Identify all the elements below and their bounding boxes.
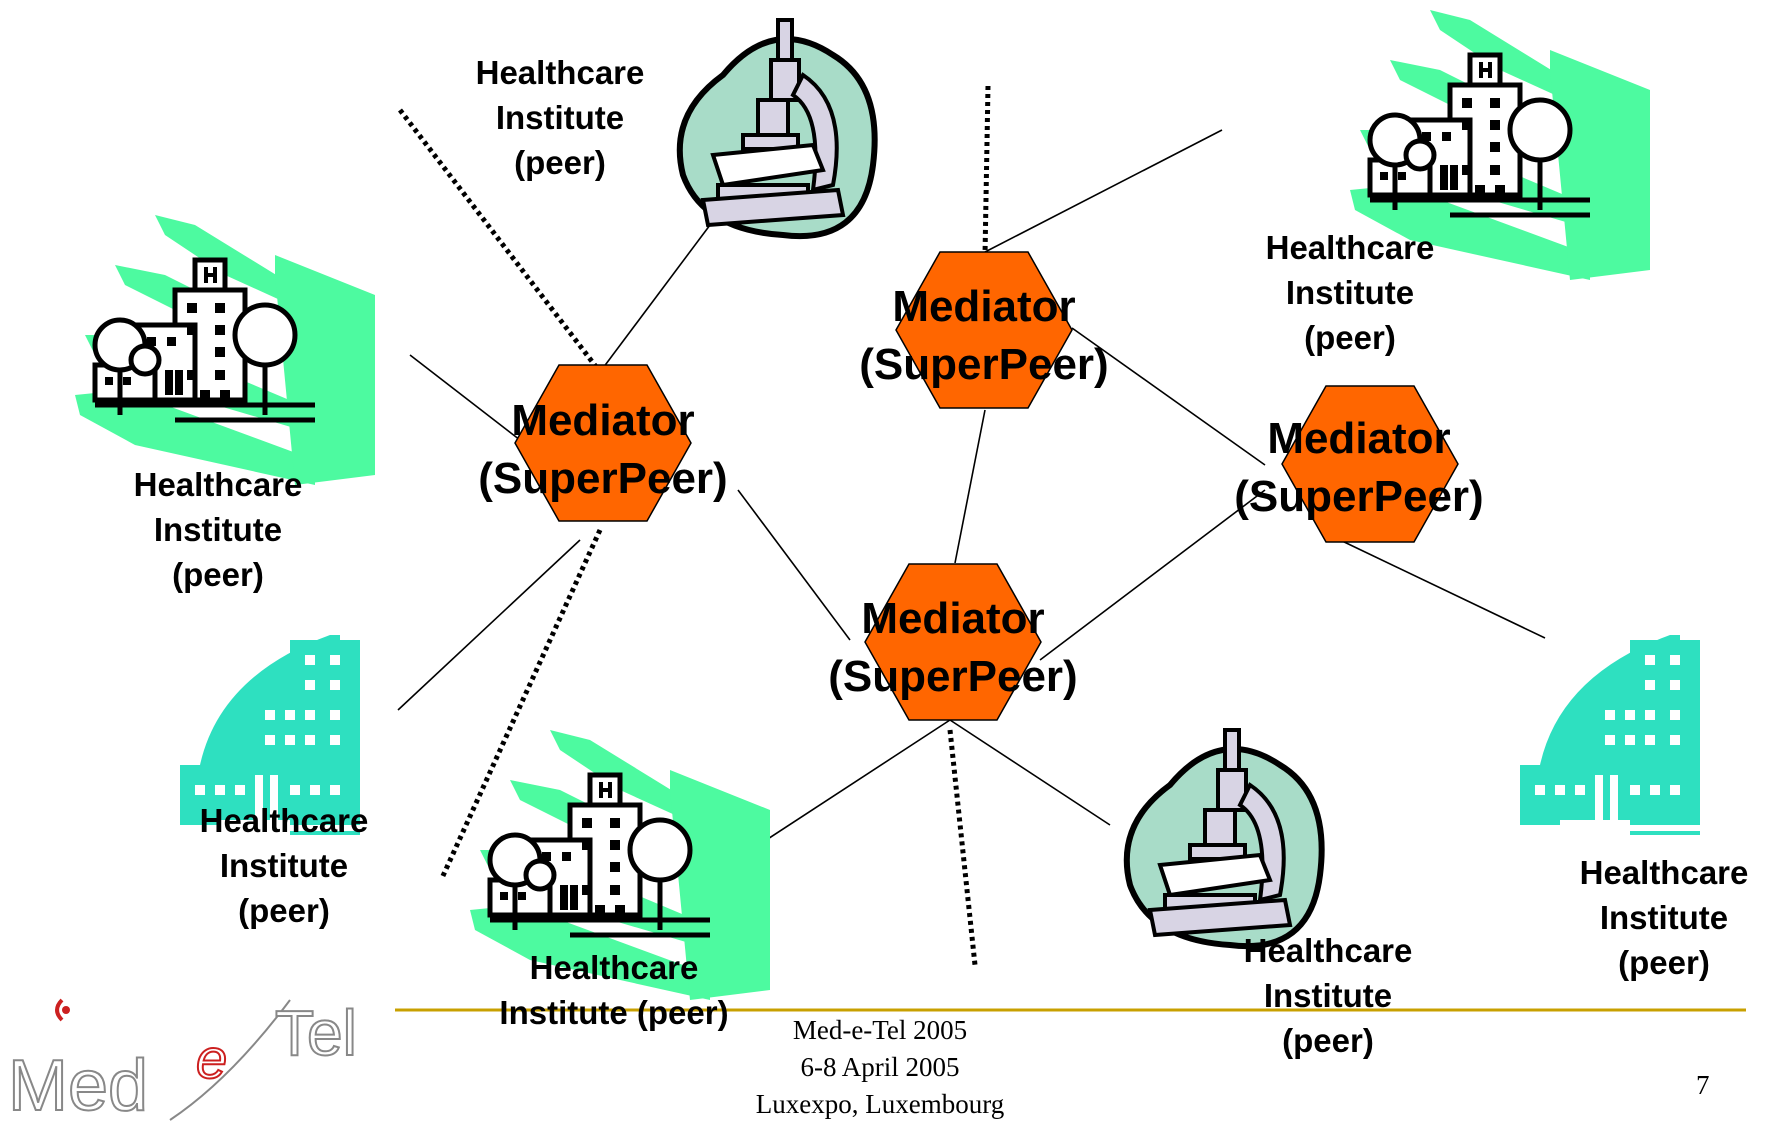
- peer-label-line: (peer): [1282, 1022, 1374, 1059]
- peer-label-line: Institute (peer): [499, 994, 729, 1031]
- mediator-label: Mediator (SuperPeer): [463, 392, 743, 508]
- peer-label: Healthcare Institute (peer): [1230, 225, 1470, 360]
- mediator-label: Mediator (SuperPeer): [1219, 410, 1499, 526]
- peer-label-line: Healthcare: [133, 466, 303, 503]
- footer-event-info: Med-e-Tel 2005 6-8 April 2005 Luxexpo, L…: [700, 1012, 1060, 1123]
- mediator-label-line1: Mediator: [511, 396, 695, 445]
- hospital-icon: [75, 215, 375, 485]
- peer-label-line: Institute: [1285, 274, 1415, 311]
- link-peer-clinic-left: [397, 539, 581, 711]
- mediator-label-line1: Mediator: [1267, 414, 1451, 463]
- peer-label-line: Institute: [495, 99, 625, 136]
- mediator-label-line2: (SuperPeer): [828, 652, 1078, 701]
- peer-label-line: (peer): [238, 892, 330, 929]
- link-peer-microscope-bottom: [949, 719, 1111, 826]
- peer-label-line: (peer): [1618, 944, 1710, 981]
- logo-mark-icon: [55, 998, 70, 1022]
- link-peer-hospital-bottom: [756, 719, 951, 847]
- peer-label: Healthcare Institute (peer): [98, 462, 338, 597]
- link-mediator-center-right: [1039, 489, 1266, 661]
- footer-event-name: Med-e-Tel 2005: [792, 1015, 968, 1045]
- mediator-label-line2: (SuperPeer): [478, 454, 728, 503]
- peer-label-line: (peer): [514, 144, 606, 181]
- microscope-icon: [1127, 730, 1322, 946]
- connection-lines: [397, 129, 1546, 847]
- peer-label: Healthcare Institute (peer): [164, 798, 404, 933]
- logo-text-e: e: [196, 1027, 227, 1090]
- peer-label: Healthcare Institute (peer): [440, 50, 680, 185]
- peer-label-line: Institute: [153, 511, 283, 548]
- dotted-separators: [398, 85, 991, 966]
- separator-top-left: [398, 108, 602, 374]
- mediator-label-line1: Mediator: [861, 594, 1045, 643]
- peer-label-line: Institute: [219, 847, 349, 884]
- mediator-label: Mediator (SuperPeer): [813, 590, 1093, 706]
- mediator-label-line2: (SuperPeer): [859, 340, 1109, 389]
- microscope-icon: [680, 20, 875, 236]
- footer-event-venue: Luxexpo, Luxembourg: [755, 1089, 1005, 1119]
- peer-label-line: Institute: [1263, 977, 1393, 1014]
- page-number: 7: [1696, 1070, 1710, 1100]
- mediator-label-line2: (SuperPeer): [1234, 472, 1484, 521]
- peer-label-line: Healthcare: [475, 54, 645, 91]
- peer-label-line: (peer): [172, 556, 264, 593]
- mediator-label: Mediator (SuperPeer): [844, 278, 1124, 394]
- link-mediator-top-peer: [984, 129, 1223, 253]
- link-mediator-top-center: [954, 409, 986, 564]
- link-mediator-left-center: [737, 489, 851, 641]
- link-peer-hospital-left: [409, 354, 521, 441]
- peer-label-line: (peer): [1304, 319, 1396, 356]
- peer-label-line: Healthcare: [1243, 932, 1413, 969]
- link-peer-microscope-top: [599, 224, 711, 373]
- peer-label: Healthcare Institute (peer): [1552, 850, 1776, 985]
- peer-label-line: Healthcare: [529, 949, 699, 986]
- link-mediator-right-peer: [1339, 539, 1546, 639]
- footer-event-dates: 6-8 April 2005: [800, 1052, 960, 1082]
- separator-bottom-center: [947, 729, 978, 966]
- peer-label-line: Healthcare: [199, 802, 369, 839]
- med-e-tel-logo: Med e Tel: [7, 996, 358, 1125]
- peer-label-line: Institute: [1599, 899, 1729, 936]
- logo-text-tel: Tel: [275, 997, 357, 1069]
- mediator-label-line1: Mediator: [892, 282, 1076, 331]
- separator-top-center: [982, 85, 991, 256]
- peer-label: Healthcare Institute (peer): [1208, 928, 1448, 1063]
- peer-label-line: Healthcare: [1579, 854, 1749, 891]
- peer-label-line: Healthcare: [1265, 229, 1435, 266]
- logo-text-med: Med: [8, 1046, 148, 1125]
- peer-label: Healthcare Institute (peer): [464, 945, 764, 1035]
- clinic-building-icon: [1520, 635, 1700, 835]
- link-mediator-top-right: [1071, 327, 1266, 466]
